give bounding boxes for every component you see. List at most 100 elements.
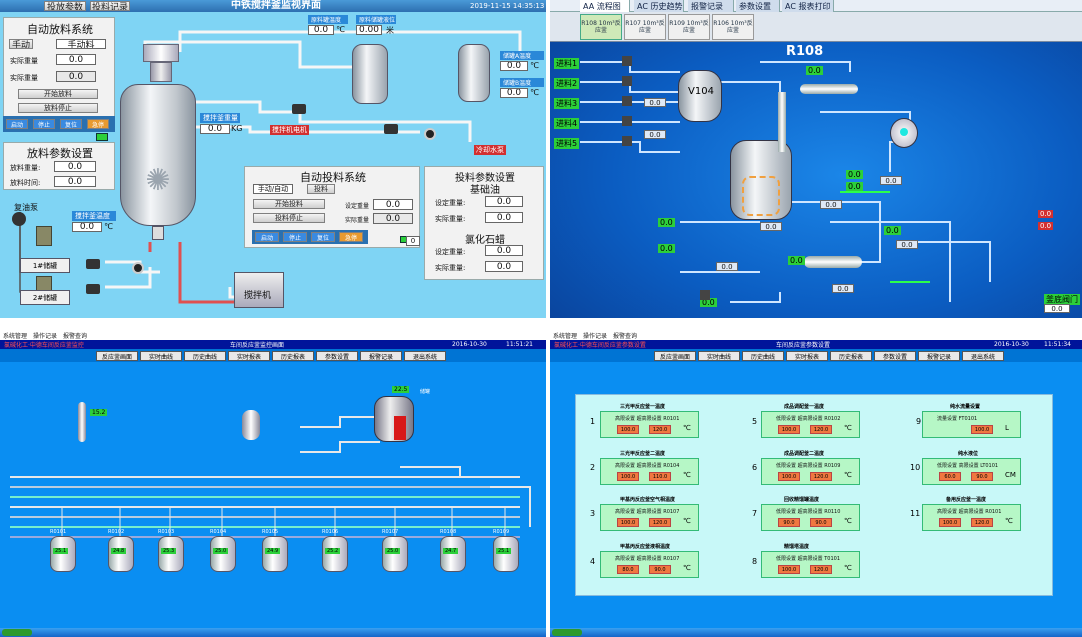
start-feed-button[interactable]: 开始投料	[253, 199, 325, 209]
q3-menu-alarm[interactable]: 报警查询	[63, 332, 88, 340]
q3-nav-history-curve[interactable]: 历史曲线	[184, 351, 226, 361]
q3-nav-exit[interactable]: 退出系统	[404, 351, 446, 361]
base-oil-actual-input[interactable]: 0.0	[485, 212, 523, 223]
param-high-input[interactable]: 90.0	[971, 472, 993, 481]
param-high-input[interactable]: 110.0	[649, 472, 671, 481]
q3-nav-params[interactable]: 参数设置	[316, 351, 358, 361]
param-low-input[interactable]: 100.0	[617, 472, 639, 481]
reactor-r106-button[interactable]: R106 10m³反应釜	[712, 14, 754, 40]
param-high-input[interactable]: 120.0	[649, 425, 671, 434]
discharge-reset-small-button[interactable]: 复位	[60, 119, 82, 129]
inlet-valve-3-icon[interactable]	[622, 96, 632, 106]
q4-nav-reactor[interactable]: 反应釜画面	[654, 351, 696, 361]
param-low-input[interactable]: 100.0	[778, 472, 800, 481]
param-low-input[interactable]: 100.0	[939, 518, 961, 527]
return-valve-icon[interactable]	[384, 124, 398, 134]
bottom-valve-icon[interactable]	[700, 290, 710, 300]
param-high-input[interactable]: 120.0	[810, 565, 832, 574]
discharge-time-input[interactable]: 0.0	[54, 176, 96, 187]
param-high-input[interactable]: 120.0	[810, 425, 832, 434]
param-labels: 高限设置 超高限设置 R0107	[615, 556, 680, 562]
inlet-valve-1-icon[interactable]	[622, 56, 632, 66]
q4-nav-realtime-report[interactable]: 实时报表	[786, 351, 828, 361]
q3-nav-history-report[interactable]: 历史报表	[272, 351, 314, 361]
q3-menu-ops[interactable]: 操作记录	[33, 332, 58, 340]
base-oil-set-input[interactable]: 0.0	[485, 196, 523, 207]
param-high-input[interactable]: 120.0	[649, 518, 671, 527]
discharge-params-button[interactable]: 投放参数	[44, 1, 86, 11]
stop-discharge-button[interactable]: 放料停止	[18, 103, 98, 113]
oil-pump-icon[interactable]	[12, 212, 26, 226]
param-low-input[interactable]: 90.0	[778, 518, 800, 527]
tank1-valve-icon[interactable]	[86, 259, 100, 269]
param-high-input[interactable]: 90.0	[810, 518, 832, 527]
param-low-input[interactable]: 60.0	[939, 472, 961, 481]
feed-start-small-button[interactable]: 启动	[255, 232, 279, 242]
paraffin-actual-input[interactable]: 0.0	[485, 261, 523, 272]
q4-nav-history-curve[interactable]: 历史曲线	[742, 351, 784, 361]
param-low-input[interactable]: 80.0	[617, 565, 639, 574]
tab-param-settings[interactable]: 参数设置	[736, 0, 780, 12]
tab-flow-chart[interactable]: AA 流程图	[580, 0, 630, 12]
circulation-pump-icon[interactable]	[424, 128, 436, 140]
param-low-input[interactable]: 100.0	[617, 425, 639, 434]
q4-menu-alarm[interactable]: 报警查询	[613, 332, 638, 340]
start-discharge-button[interactable]: 开始放料	[18, 89, 98, 99]
start-button[interactable]	[2, 629, 32, 636]
tank-level-unit: 米	[386, 26, 394, 35]
param-high-input[interactable]: 90.0	[649, 565, 671, 574]
discharge-weight-input[interactable]: 0.0	[54, 161, 96, 172]
discharge-estop-small-button[interactable]: 急停	[87, 119, 109, 129]
paraffin-set-input[interactable]: 0.0	[485, 245, 523, 256]
q4-nav-realtime-curve[interactable]: 实时曲线	[698, 351, 740, 361]
param-unit: CM	[1005, 471, 1016, 479]
tab-history-trend[interactable]: AC 历史趋势	[634, 0, 684, 12]
readout-1: 0.0	[644, 98, 666, 107]
discharge-mode-button[interactable]: 手动	[9, 39, 33, 49]
q4-menu-ops[interactable]: 操作记录	[583, 332, 608, 340]
start-button[interactable]	[552, 629, 582, 636]
feed-stop-small-button[interactable]: 停止	[283, 232, 307, 242]
inlet-valve-5-icon[interactable]	[622, 136, 632, 146]
reactor-r108-button[interactable]: R108 10m³反应釜	[580, 14, 622, 40]
reactor-r108-panel: AA 流程图 AC 历史趋势 报警记录 参数设置 AC 报表打印 R108 10…	[550, 0, 1082, 318]
q4-nav-alarms[interactable]: 报警记录	[918, 351, 960, 361]
param-high-input[interactable]: 120.0	[810, 472, 832, 481]
param-high-input[interactable]: 100.0	[971, 425, 993, 434]
reactor-r109-button[interactable]: R109 10m³反应釜	[668, 14, 710, 40]
q3-nav-realtime-report[interactable]: 实时报表	[228, 351, 270, 361]
inlet-valve-2-icon[interactable]	[622, 76, 632, 86]
feed-mode-button[interactable]: 投料	[307, 184, 335, 194]
q4-nav-params[interactable]: 参数设置	[874, 351, 916, 361]
feed-records-button[interactable]: 投料记录	[90, 1, 130, 11]
q3-nav-reactor[interactable]: 反应釜画面	[96, 351, 138, 361]
stop-feed-button[interactable]: 投料停止	[253, 213, 325, 223]
q3-menu-system[interactable]: 系统管理	[3, 332, 28, 340]
reactor-r107-button[interactable]: R107 10m³反应釜	[624, 14, 666, 40]
tab-alarm-records[interactable]: 报警记录	[688, 0, 734, 12]
tab-report-print[interactable]: AC 报表打印	[782, 0, 834, 12]
discharge-params-panel: 放料参数设置 放料重量: 0.0 放料时间: 0.0	[3, 142, 115, 190]
right-temp1-value: 0.0	[500, 61, 528, 71]
param-low-input[interactable]: 100.0	[778, 565, 800, 574]
q4-nav-history-report[interactable]: 历史报表	[830, 351, 872, 361]
feed-valve-icon[interactable]	[292, 104, 306, 114]
q3-nav-realtime-curve[interactable]: 实时曲线	[140, 351, 182, 361]
param-title: 甲基丙反应釜空气相温度	[620, 497, 676, 503]
param-low-input[interactable]: 100.0	[617, 518, 639, 527]
param-labels: 低限设置 超高限设置 R0102	[776, 416, 841, 422]
q4-menu-system[interactable]: 系统管理	[553, 332, 578, 340]
feed-set-weight-input[interactable]: 0.0	[373, 199, 413, 210]
q3-nav-alarms[interactable]: 报警记录	[360, 351, 402, 361]
tank2-valve-icon[interactable]	[86, 284, 100, 294]
discharge-stop-small-button[interactable]: 停止	[33, 119, 55, 129]
inlet-valve-4-icon[interactable]	[622, 116, 632, 126]
param-low-input[interactable]: 100.0	[778, 425, 800, 434]
q4-nav-exit[interactable]: 退出系统	[962, 351, 1004, 361]
feed-estop-small-button[interactable]: 急停	[339, 232, 363, 242]
param-high-input[interactable]: 120.0	[971, 518, 993, 527]
discharge-start-small-button[interactable]: 启动	[6, 119, 28, 129]
transfer-pump-icon[interactable]	[132, 262, 144, 274]
feed-reset-small-button[interactable]: 复位	[311, 232, 335, 242]
kettle-outlet-valve-icon[interactable]	[152, 226, 164, 240]
